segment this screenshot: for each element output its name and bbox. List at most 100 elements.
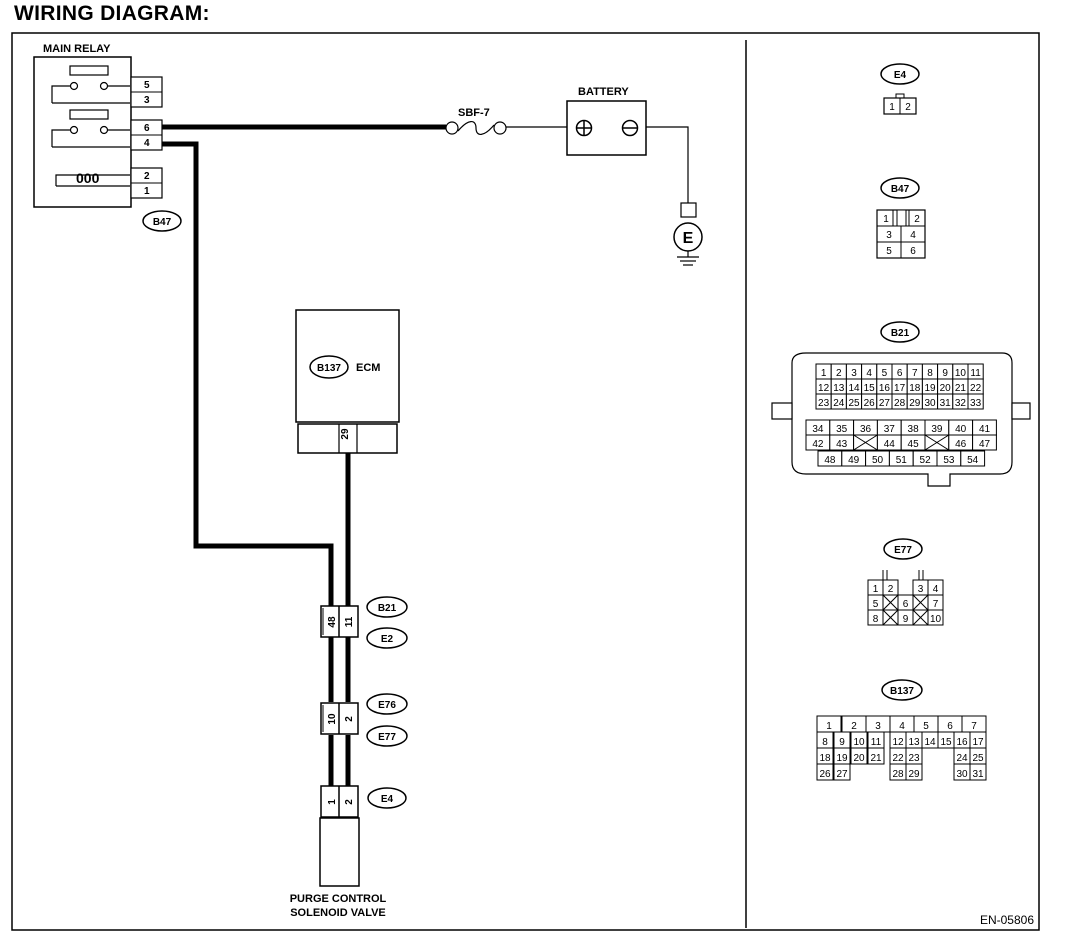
pin-cell [833, 763, 851, 781]
relay-pin: 4 [144, 138, 150, 149]
relay-pin: 3 [144, 95, 150, 106]
connector-tag-b21: B21 [378, 603, 397, 614]
connector-view-pin: 4 [910, 230, 916, 241]
connector-view-pin: 7 [912, 368, 918, 379]
connector-pin: 11 [344, 616, 355, 627]
connector-view-pin: 17 [972, 737, 984, 748]
connector-view-pin: 10 [955, 368, 967, 379]
valve-pin: 1 [327, 799, 338, 805]
battery-label: BATTERY [578, 86, 629, 98]
connector-view-pin: 41 [979, 424, 991, 435]
connector-view-pin: 7 [933, 599, 939, 610]
connector-pin: 10 [327, 713, 338, 725]
connector-view-pin: 44 [884, 439, 896, 450]
diagram-title: WIRING DIAGRAM: [14, 2, 210, 25]
ground-label: E [683, 230, 694, 247]
connector-view-pin: 5 [873, 599, 879, 610]
connector-view-pin: 11 [970, 368, 981, 379]
connector-view-pin: 1 [873, 584, 879, 595]
ecm: B137 ECM 29 [295, 309, 400, 454]
connector-tag-b47: B47 [153, 217, 172, 228]
connector-view-pin: 25 [848, 398, 860, 409]
connector-view-pin: 9 [839, 737, 845, 748]
connector-view-pin: 36 [860, 424, 872, 435]
connector-view-pin: 8 [822, 737, 828, 748]
connector-view-pin: 29 [908, 769, 920, 780]
pin-blank-cross [912, 609, 929, 626]
connector-view-pin: 23 [908, 753, 920, 764]
pin-blank-cross [882, 594, 899, 611]
relay-coil: 000 [55, 170, 130, 187]
relay-coil-text: 000 [76, 170, 100, 186]
connector-view-pin: 15 [940, 737, 952, 748]
inline-connector-e76-e77: 10 2 E76 E77 [320, 693, 408, 747]
connector-view-pin: 9 [942, 368, 948, 379]
connector-view-pin: 21 [955, 383, 967, 394]
connector-view-pin: 31 [940, 398, 952, 409]
pin-cell [972, 434, 997, 451]
pin-cell [969, 763, 987, 781]
connector-view-pin: 19 [836, 753, 848, 764]
connector-view-pin: 6 [910, 246, 916, 257]
connector-view-pin: 52 [920, 455, 932, 466]
connector-view-pin: 27 [836, 769, 848, 780]
connector-view-pin: 54 [967, 455, 979, 466]
relay-pin: 6 [144, 123, 150, 134]
valve-label-line1: PURGE CONTROL [290, 893, 387, 905]
pin-cell [905, 763, 923, 781]
connector-tag-e2: E2 [381, 634, 394, 645]
connector-view-pin: 20 [853, 753, 865, 764]
pin-cell [850, 747, 868, 765]
main-relay: MAIN RELAY 000 [33, 43, 182, 232]
connector-view-pin: 34 [812, 424, 824, 435]
connector-view-pin: 28 [892, 769, 904, 780]
ecm-label: ECM [356, 362, 380, 374]
connector-view-pin: 1 [821, 368, 827, 379]
connector-view-pin: 46 [955, 439, 967, 450]
connector-view-pin: 37 [884, 424, 896, 435]
purge-control-solenoid-valve: 1 2 E4 PURGE CONTROL SOLENOID VALVE [290, 785, 407, 919]
connector-view-pin: 28 [894, 398, 906, 409]
connector-view-pin: 22 [970, 383, 982, 394]
pin-blank-cross [912, 594, 929, 611]
inline-connector-b21-e2: 48 11 B21 E2 [320, 596, 408, 649]
relay-contact-lower [51, 109, 130, 148]
wire-battery-to-ground [645, 126, 689, 203]
connector-view-pin: 5 [886, 246, 892, 257]
relay-contact-upper [51, 65, 130, 104]
relay-pin: 1 [144, 186, 150, 197]
connector-view-pin: 50 [872, 455, 884, 466]
main-relay-label: MAIN RELAY [43, 43, 111, 55]
connector-view-pin: 3 [886, 230, 892, 241]
connector-view-pin: 43 [836, 439, 848, 450]
main-relay-body [33, 56, 132, 208]
connector-view-pin: 49 [848, 455, 860, 466]
connector-view-pin: 9 [903, 614, 909, 625]
connector-tag-b137: B137 [317, 363, 341, 374]
connector-tag-e4: E4 [381, 794, 394, 805]
connector-view-pin: 7 [971, 721, 977, 732]
ecm-pin-29: 29 [340, 428, 351, 440]
connector-view-pin: 31 [972, 769, 984, 780]
connector-view-pin: 27 [879, 398, 891, 409]
ground: E [673, 202, 703, 266]
pin-cell [816, 763, 834, 781]
diagram-frame [11, 32, 1040, 931]
connector-view-pin: 40 [955, 424, 967, 435]
connector-pin: 48 [327, 616, 338, 628]
connector-view-pin: 29 [909, 398, 921, 409]
connector-view-pin: 3 [875, 721, 881, 732]
connector-view-pin: 1 [883, 214, 889, 225]
connector-view-pin: 1 [889, 102, 895, 113]
connector-view-pin: 3 [918, 584, 924, 595]
pin-blank-cross [882, 609, 899, 626]
connector-view-pin: 47 [979, 439, 991, 450]
connector-view-pin: 32 [955, 398, 967, 409]
connector-view-pin: 26 [819, 769, 831, 780]
